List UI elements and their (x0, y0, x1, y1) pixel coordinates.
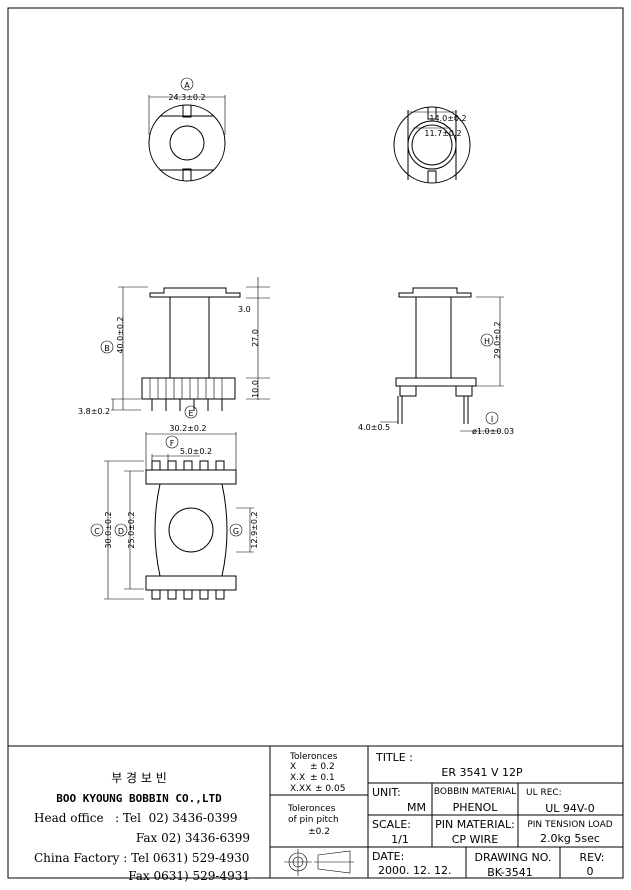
tol-xx-value: ± 0.1 (310, 773, 335, 783)
ul-value: UL 94V-0 (545, 802, 595, 815)
drawing-no-label: DRAWING NO. (475, 851, 552, 864)
company-name: BOO KYOUNG BOBBIN CO.,LTD (56, 792, 222, 805)
dim-f: 5.0±0.2 (180, 447, 212, 456)
tol-xx: X.X (290, 773, 305, 783)
view-side-left: B 40.0±0.2 3.0 27.0 10.0 3.8±0.2 (78, 277, 270, 416)
ul-label: UL REC: (526, 788, 562, 798)
drawing-no-value: BK-3541 (487, 866, 533, 879)
company-korean: 부 경 보 빈 (111, 771, 167, 785)
title-value: ER 3541 V 12P (441, 766, 523, 779)
view-side-right: H 29.0±0.2 I ø1.0±0.03 4.0±0.5 (358, 287, 514, 436)
date-label: DATE: (372, 850, 404, 863)
projection-symbol-icon (284, 849, 354, 876)
dim-h: 29.0±0.2 (493, 321, 502, 358)
label-c: C (94, 527, 100, 536)
date-value: 2000. 12. 12. (378, 864, 451, 877)
tol-x-value: ± 0.2 (310, 762, 335, 772)
drawing-border (7, 7, 624, 879)
dim-g: 12.9±0.2 (250, 511, 259, 548)
dim-inner: 11.7±0.2 (424, 129, 461, 138)
pin-material-value: CP WIRE (452, 833, 499, 846)
china-fax: Fax 0631) 529-4931 (128, 869, 250, 883)
dim-i: ø1.0±0.03 (472, 427, 514, 436)
dim-a: 24.3±0.2 (168, 93, 205, 102)
unit-label: UNIT: (372, 786, 401, 799)
china-tel: China Factory : Tel 0631) 529-4930 (34, 851, 249, 865)
tol-xxx: X.XX (290, 784, 311, 794)
dim-c: 30.0±0.2 (104, 511, 113, 548)
view-top-left: A 24.3±0.2 (148, 77, 226, 182)
pin-tol-value: ±0.2 (308, 827, 330, 837)
dim-pin-right: 4.0±0.5 (358, 423, 390, 432)
bobbin-material-label: BOBBIN MATERIAL (434, 787, 516, 797)
pin-tol-title: Toleronces (287, 804, 336, 814)
dim-height: 40.0±0.2 (116, 316, 125, 353)
label-h: H (484, 337, 490, 346)
title-label: TITLE : (375, 751, 413, 764)
label-d: D (118, 527, 124, 536)
bobbin-material-value: PHENOL (453, 801, 499, 814)
title-block: 부 경 보 빈 BOO KYOUNG BOBBIN CO.,LTD Head o… (8, 745, 623, 883)
pin-tension-label: PIN TENSION LOAD (527, 820, 612, 830)
dim-base: 10.0 (251, 380, 260, 398)
dim-body: 27.0 (251, 329, 260, 347)
head-office-tel: Head office : Tel 02) 3436-0399 (34, 811, 237, 825)
label-a: A (184, 81, 190, 90)
view-bottom: E 30.2±0.2 F 5.0±0.2 C 30.0±0.2 D 25.0±0… (90, 405, 259, 600)
pin-material-label: PIN MATERIAL: (435, 818, 515, 831)
tolerances-title: Toleronces (289, 752, 338, 762)
scale-value: 1/1 (391, 833, 409, 846)
tol-xxx-value: ± 0.05 (315, 784, 345, 794)
dim-outer: 14.0±0.2 (429, 114, 466, 123)
dim-e: 30.2±0.2 (169, 424, 206, 433)
dim-pin: 3.8±0.2 (78, 407, 110, 416)
label-g: G (233, 527, 239, 536)
label-i: I (491, 415, 493, 424)
label-e: E (188, 409, 193, 418)
label-circle-a (180, 77, 194, 91)
dim-d: 25.0±0.2 (127, 511, 136, 548)
dim-flange: 3.0 (238, 305, 251, 314)
view-top-right: 14.0±0.2 11.7±0.2 (393, 106, 471, 184)
pin-tension-value: 2.0kg 5sec (540, 832, 600, 845)
head-office-fax: Fax 02) 3436-6399 (136, 831, 250, 845)
rev-label: REV: (580, 851, 605, 864)
rev-value: 0 (587, 865, 594, 878)
pin-tol-sub: of pin pitch (288, 815, 339, 825)
label-b: B (104, 344, 110, 353)
scale-label: SCALE: (372, 818, 411, 831)
unit-value: MM (407, 801, 426, 814)
tol-x: X (290, 762, 296, 772)
label-f: F (170, 439, 175, 448)
